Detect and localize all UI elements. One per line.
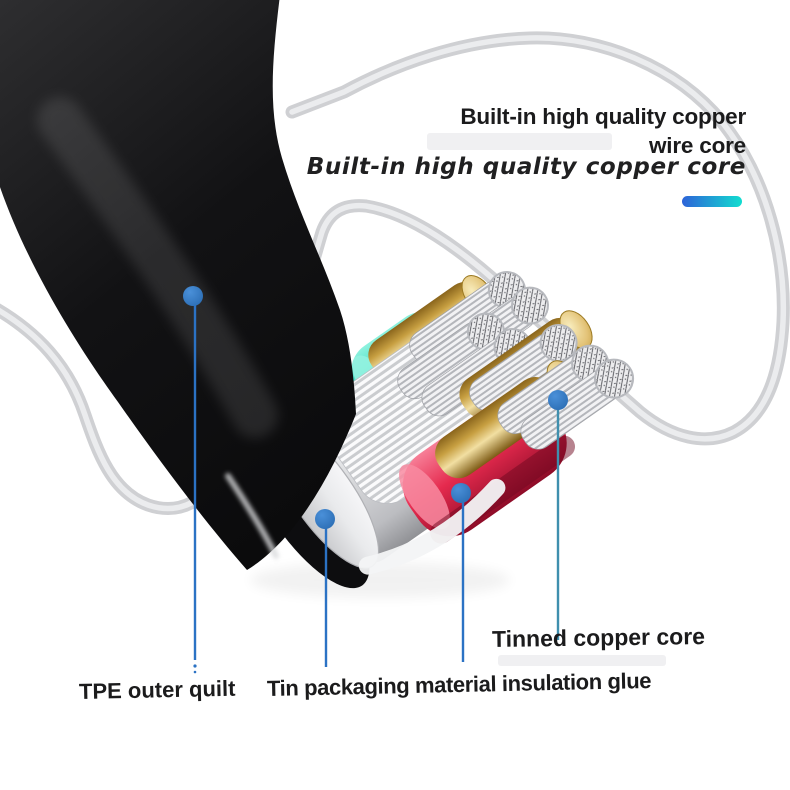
tinned-stranded-core (469, 323, 578, 412)
leader-dot-copper-rod (548, 390, 568, 410)
leader-dot-red-core (451, 483, 471, 503)
watermark-ghost (427, 133, 612, 150)
tinned-stranded-core (497, 344, 635, 450)
headline-subtitle: Built-in high quality copper core (306, 154, 746, 180)
watermark-ghost (498, 655, 666, 666)
headline-line1: Built-in high quality copper (460, 104, 746, 129)
callout-label-tinned-copper-core: Tinned copper core (491, 623, 706, 652)
assembly-shadow (250, 562, 510, 598)
headline-line2: wire core (648, 133, 746, 158)
callout-leaders (183, 286, 568, 674)
leader-dot-jacket (183, 286, 203, 306)
headline: Built-in high quality copper wire core (460, 102, 746, 160)
accent-gradient-bar (682, 196, 742, 207)
callout-label-tpe-outer-quilt: TPE outer quilt (78, 675, 236, 704)
tinned-stranded-core (397, 271, 549, 417)
cable-jacket (0, 0, 356, 570)
leader-dot-tin-wrap (315, 509, 335, 529)
tin-foil-wrap-wall (358, 478, 506, 575)
